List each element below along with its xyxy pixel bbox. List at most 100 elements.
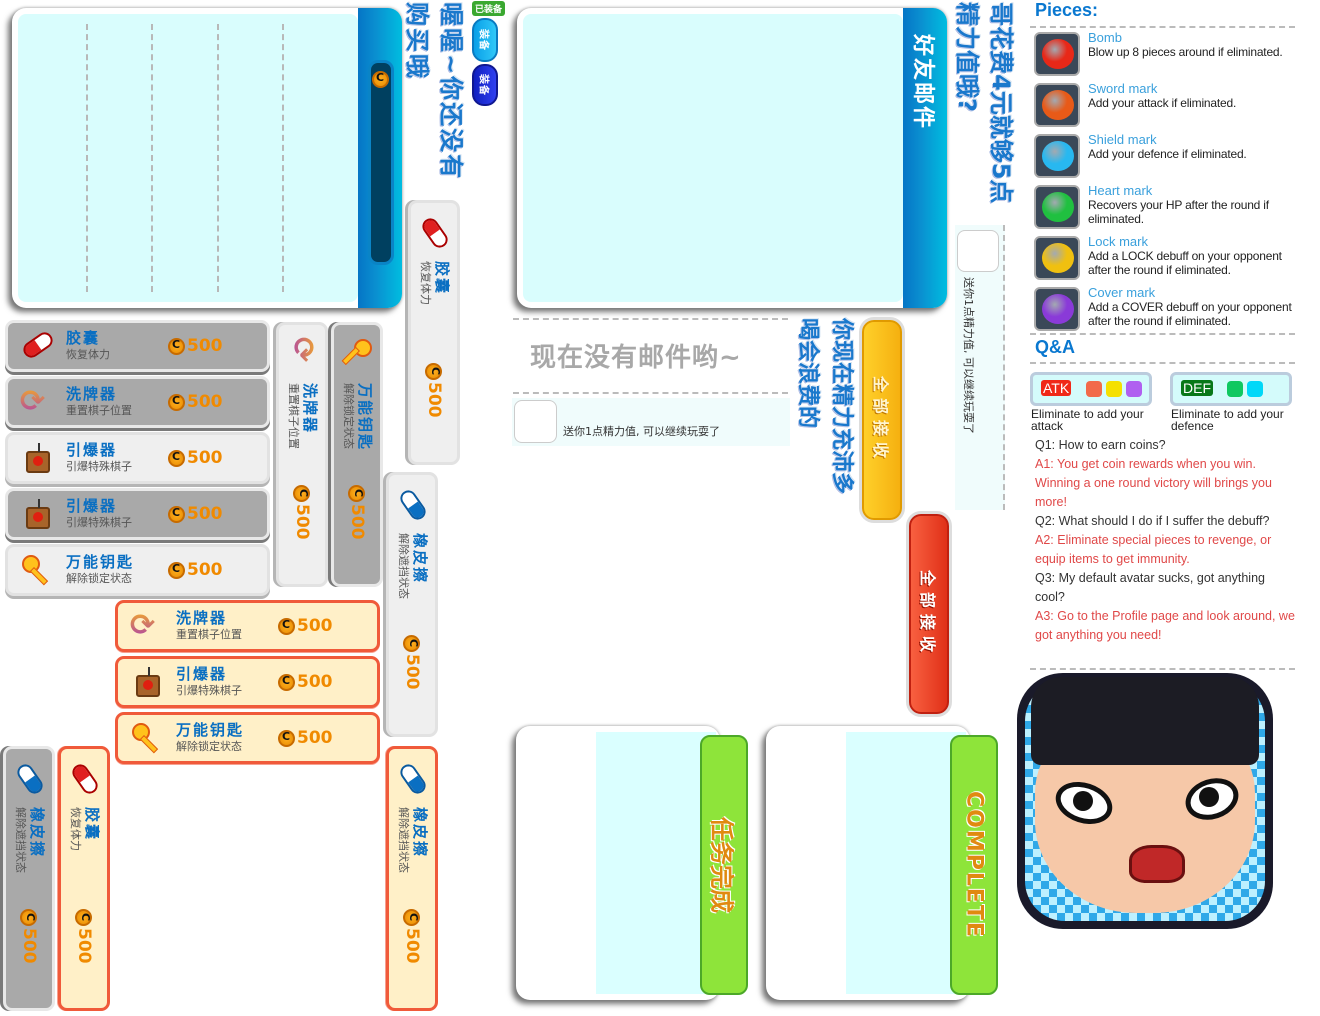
piece-heart-mark-icon: [1034, 185, 1080, 229]
piece-info: Heart mark Recovers your HP after the ro…: [1034, 183, 1302, 233]
shop-item-card[interactable]: 引爆器 引爆特殊棋子 500: [5, 488, 270, 540]
shuffle-icon: ⟳: [20, 384, 46, 419]
qa-question: Q2: What should I do if I suffer the deb…: [1035, 514, 1270, 528]
item-desc: 恢复体力: [419, 261, 432, 305]
piece-lock-mark-icon: [1034, 236, 1080, 280]
coin-icon: [168, 505, 185, 523]
item-desc: 引爆特殊棋子: [66, 460, 132, 473]
shop-item-card[interactable]: 万能钥匙 解除锁定状态 500: [115, 712, 380, 764]
piece-cover-mark-icon: [1034, 287, 1080, 331]
receive-all-button-red[interactable]: 全部接收: [909, 514, 949, 714]
mail-row-text: 送你1点精力值, 可以继续玩耍了: [962, 277, 975, 434]
mail-panel: 好友邮件: [517, 8, 947, 308]
coin-icon: [403, 909, 421, 926]
price-value: 500: [347, 504, 367, 540]
color-swatch: [1227, 380, 1244, 397]
mission-card-cn: [516, 726, 720, 1000]
capsule-icon: [20, 329, 56, 363]
item-desc: 引爆特殊棋子: [66, 516, 132, 529]
detonator-icon: [130, 665, 164, 699]
price-value: 500: [187, 336, 223, 356]
item-name: 引爆器: [176, 665, 228, 683]
shop-item-card[interactable]: 胶囊 恢复体力 500: [5, 320, 270, 372]
price-value: 500: [187, 504, 223, 524]
price-value: 500: [292, 504, 312, 540]
shop-item-card[interactable]: 万能钥匙 解除锁定状态 500: [5, 544, 270, 596]
item-price: 500: [402, 635, 422, 690]
color-swatch: [1105, 380, 1122, 397]
item-price: 500: [402, 909, 422, 964]
shuffle-icon: ⟳: [130, 608, 156, 643]
shop-item-card[interactable]: 胶囊 恢复体力 500: [58, 746, 110, 1011]
shop-item-card-vertical: 橡皮擦 解除遮挡状态 500: [386, 472, 438, 737]
shop-item-card[interactable]: ⟳ 洗牌器 重置棋子位置 500: [115, 600, 380, 652]
piece-desc: Blow up 8 pieces around if eliminated.: [1088, 45, 1283, 59]
shop-item-card[interactable]: 引爆器 引爆特殊棋子 500: [115, 656, 380, 708]
shuffle-icon: ⟳: [285, 337, 320, 363]
item-price: 500: [278, 728, 333, 748]
item-name: 胶囊: [433, 261, 451, 296]
shop-item-card[interactable]: 橡皮擦 解除遮挡状态 500: [386, 746, 438, 1011]
item-name: 胶囊: [83, 807, 101, 842]
shop-item-card-vertical: 橡皮擦 解除遮挡状态 500: [3, 746, 55, 1011]
shop-item-card[interactable]: 引爆器 引爆特殊棋子 500: [5, 432, 270, 484]
piece-info: Bomb Blow up 8 pieces around if eliminat…: [1034, 30, 1302, 80]
shop-item-card[interactable]: ⟳ 洗牌器 重置棋子位置 500: [5, 376, 270, 428]
coin-icon: [278, 617, 295, 635]
item-name: 万能钥匙: [66, 553, 135, 571]
piece-name: Lock mark: [1088, 234, 1148, 249]
equip-button-2[interactable]: 装备: [472, 64, 498, 106]
item-desc: 解除锁定状态: [176, 740, 242, 753]
coin-icon: [278, 673, 295, 691]
piece-info: Cover mark Add a COVER debuff on your op…: [1034, 285, 1302, 335]
item-desc: 恢复体力: [66, 348, 110, 361]
price-value: 500: [187, 448, 223, 468]
shop-item-card[interactable]: 橡皮擦 解除遮挡状态 500: [386, 472, 438, 737]
piece-info: Sword mark Add your attack if eliminated…: [1034, 81, 1302, 131]
item-name: 引爆器: [66, 497, 118, 515]
def-desc: Eliminate to add your defence: [1171, 407, 1284, 433]
shop-item-card[interactable]: ⟳ 洗牌器 重置棋子位置 500: [276, 322, 328, 587]
item-price: 500: [424, 363, 444, 418]
shop-item-card[interactable]: 橡皮擦 解除遮挡状态 500: [3, 746, 55, 1011]
shop-item-card[interactable]: 胶囊 恢复体力 500: [408, 200, 460, 465]
item-price: 500: [292, 485, 312, 540]
coin-icon: [425, 363, 443, 380]
color-swatch: [1247, 380, 1264, 397]
atk-desc: Eliminate to add your attack: [1031, 407, 1144, 433]
key-icon: [340, 337, 374, 371]
item-desc: 恢复体力: [69, 807, 82, 851]
coin-icon: [168, 449, 185, 467]
coin-icon: [372, 71, 389, 88]
def-legend: DEF: [1170, 372, 1292, 406]
item-name: 洗牌器: [176, 609, 228, 627]
eraser-icon: [395, 487, 429, 523]
item-name: 胶囊: [66, 329, 101, 347]
shop-item-card[interactable]: 万能钥匙 解除锁定状态 500: [331, 322, 383, 587]
equip-button[interactable]: 装备: [472, 18, 498, 62]
price-value: 500: [187, 560, 223, 580]
capsule-icon: [417, 215, 451, 251]
mail-row-text: 送你1点精力值, 可以继续玩耍了: [563, 425, 720, 438]
item-name: 洗牌器: [66, 385, 118, 403]
key-icon: [20, 553, 54, 587]
price-value: 500: [297, 728, 333, 748]
qa-answer: A1: You get coin rewards when you win. W…: [1035, 457, 1272, 509]
item-name: 万能钥匙: [176, 721, 245, 739]
coin-icon: [348, 485, 366, 502]
capsule-icon: [67, 761, 101, 797]
price-value: 500: [402, 654, 422, 690]
item-price: 500: [19, 909, 39, 964]
coin-icon: [20, 909, 38, 926]
receive-all-button[interactable]: 全部接收: [862, 320, 902, 520]
default-avatar: [1017, 673, 1273, 929]
qa-answer: A3: Go to the Profile page and look arou…: [1035, 609, 1295, 642]
piece-name: Cover mark: [1088, 285, 1156, 300]
price-value: 500: [297, 672, 333, 692]
piece-desc: Add your defence if eliminated.: [1088, 147, 1247, 161]
mission-complete-ribbon-en: COMPLETE: [950, 735, 998, 995]
item-name: 橡皮擦: [411, 807, 429, 859]
item-price: 500: [168, 504, 223, 524]
not-bought-message: 喔喔~你还没有购买哦: [403, 2, 465, 181]
item-desc: 解除遮挡状态: [397, 807, 410, 873]
